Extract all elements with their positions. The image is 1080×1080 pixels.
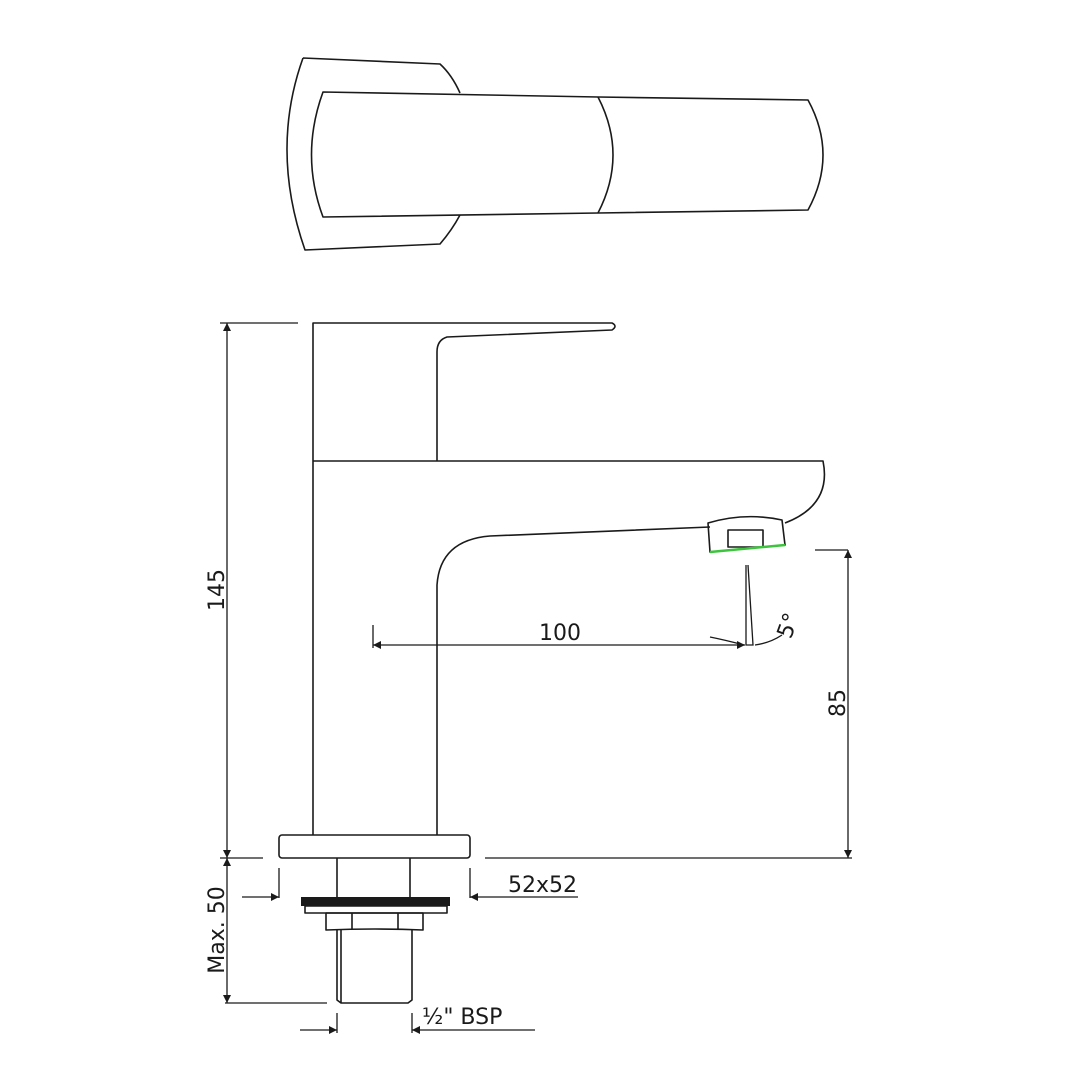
dimension-base-size: 52x52 xyxy=(242,868,578,901)
label-100: 100 xyxy=(539,621,581,646)
label-145: 145 xyxy=(205,569,230,611)
label-85: 85 xyxy=(826,689,851,717)
dimension-spout-reach: 100 xyxy=(372,621,745,649)
dimension-spray-angle: 5° xyxy=(709,564,805,646)
aerator-outlet xyxy=(709,543,786,554)
top-view-handle xyxy=(286,57,824,251)
dimension-total-height: 145 xyxy=(205,322,298,859)
side-view-tap-body xyxy=(278,322,826,1004)
label-52x52: 52x52 xyxy=(508,873,577,898)
base-plate xyxy=(278,834,471,859)
aerator xyxy=(707,515,786,553)
label-half-inch-bsp: ½" BSP xyxy=(422,1005,502,1030)
threaded-shank xyxy=(336,930,413,1004)
washer xyxy=(301,897,450,906)
dimension-connection: ½" BSP xyxy=(300,1005,535,1034)
dimension-max-deck: Max. 50 xyxy=(205,858,327,1004)
dimension-spout-height: 85 xyxy=(485,549,852,859)
back-nut xyxy=(325,912,424,931)
label-max-50: Max. 50 xyxy=(205,886,230,973)
